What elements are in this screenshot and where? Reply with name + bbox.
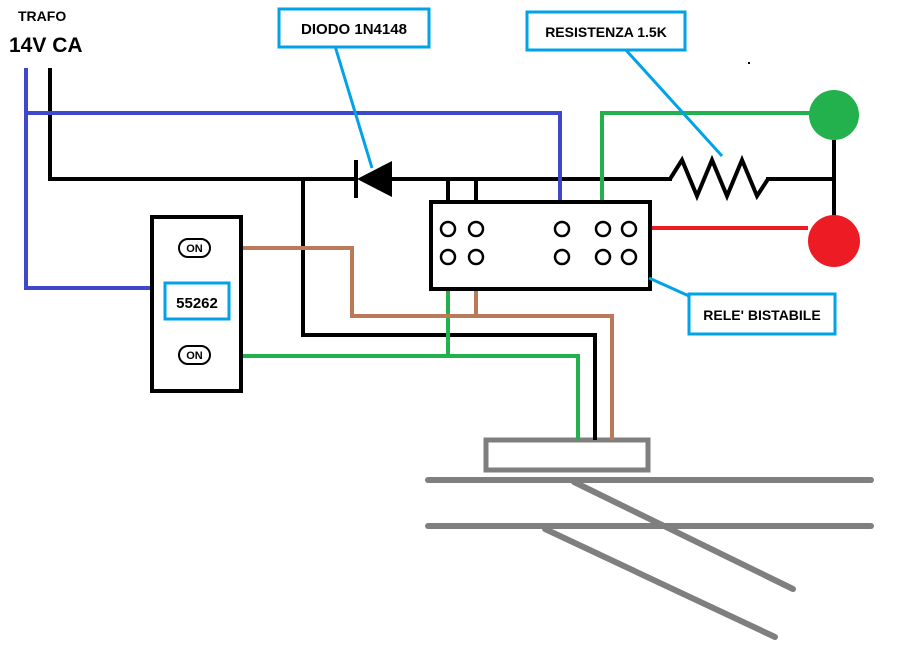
switch-on-button-top [178, 238, 211, 258]
diode-label: DIODO 1N4148 [277, 7, 431, 49]
switch-on-label-bottom: ON [186, 350, 203, 362]
relay-pin [439, 248, 457, 266]
diode-label-text: DIODO 1N4148 [301, 21, 407, 38]
blue-wire [24, 68, 562, 290]
relay-pin [553, 220, 571, 238]
switch-on-button-bottom [178, 345, 211, 365]
resistor-label-text: RESISTENZA 1.5K [545, 24, 667, 40]
relay-pin [594, 248, 612, 266]
turnout-diverging-rail-2 [542, 526, 778, 640]
switch-to-turnout-brown [210, 246, 614, 440]
trafo-black-wire [48, 68, 355, 181]
track-turnout [425, 437, 874, 640]
diode-callout-line [333, 45, 374, 169]
relay-pin [620, 248, 638, 266]
resistor-symbol [668, 154, 770, 202]
relay-label-text: RELE' BISTABILE [703, 307, 820, 323]
switch-code-label: 55262 [176, 295, 218, 312]
relay-pin [467, 220, 485, 238]
relay-callout-line [648, 276, 690, 298]
relay-pin [620, 220, 638, 238]
resistor-callout-line [623, 47, 724, 158]
switch-code-box [163, 281, 231, 321]
turnout-diverging-rail-1 [571, 479, 796, 592]
trafo-label: TRAFO [18, 8, 66, 24]
relay-label: RELE' BISTABILE [687, 292, 837, 336]
red-lamp [808, 215, 860, 267]
relay-pin [467, 248, 485, 266]
stray-dot [748, 62, 750, 64]
relay-pin [594, 220, 612, 238]
resistor-label: RESISTENZA 1.5K [525, 10, 687, 52]
switch-to-turnout-green [210, 354, 580, 440]
turnout-motor-box [483, 437, 651, 473]
relay-pin [439, 220, 457, 238]
relay-pins [439, 220, 638, 266]
switch-on-label-top: ON [186, 243, 203, 255]
relay-box [429, 200, 652, 291]
callout-lines [333, 45, 724, 298]
voltage-label: 14V CA [9, 34, 83, 57]
relay-pin [553, 248, 571, 266]
relay-to-green-lamp-wire [600, 111, 812, 222]
green-lamp [809, 90, 859, 140]
switch-box: ON ON 55262 [150, 215, 243, 393]
diode-symbol [354, 160, 392, 198]
